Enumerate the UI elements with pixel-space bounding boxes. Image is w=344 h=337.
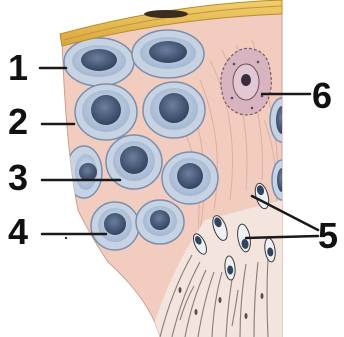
cell-r2-b (143, 82, 205, 138)
cell-r4-a (91, 202, 139, 250)
label-3: 3 (8, 160, 28, 196)
label-5: 5 (318, 218, 338, 254)
cell-r3-b (162, 152, 218, 204)
cell-edge-1 (270, 98, 294, 142)
cell-r1-b (132, 30, 204, 78)
small-dot (65, 237, 67, 239)
label-1: 1 (8, 50, 28, 86)
label-4: 4 (8, 214, 28, 250)
cell-edge-2 (272, 160, 292, 200)
label-6: 6 (312, 78, 332, 114)
label-2: 2 (8, 104, 28, 140)
cell-r4-b (136, 200, 184, 244)
cell-r2-a (75, 84, 137, 140)
cell-r1-a (64, 38, 134, 86)
